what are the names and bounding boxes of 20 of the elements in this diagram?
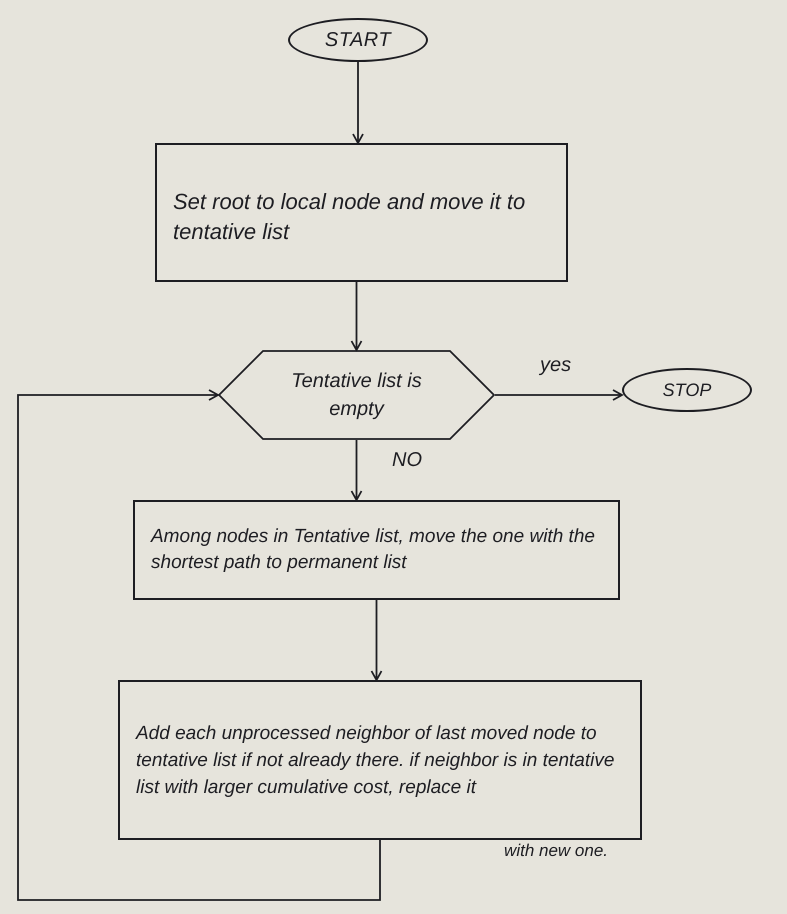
terminal-oval [288,18,428,62]
arrow [370,600,382,681]
arrow [352,62,364,144]
arrow [350,440,362,501]
arrow [495,389,623,401]
arrow [17,389,381,901]
node-text: Tentative list is empty [290,369,423,422]
decision-hexagon [218,350,495,440]
edge-label: NO [392,450,422,470]
edge-label: yes [540,355,572,375]
process-box [133,500,620,600]
node-text: Among nodes in Tentative list, move the one with the shortest path to permanent list [151,525,596,575]
node-text: Set root to local node and move it to tentative list [173,188,526,246]
node-text: with new one. [504,840,608,862]
process-box [155,143,568,282]
arrow [350,282,362,351]
node-text: START [324,28,393,53]
terminal-oval [622,368,752,412]
node-text: STOP [662,378,712,402]
node-text: Add each unprocessed neighbor of last moved node to tentative list if not already there. if neighbor is in tentative list with larger cumulative cost, replace it [136,722,616,800]
